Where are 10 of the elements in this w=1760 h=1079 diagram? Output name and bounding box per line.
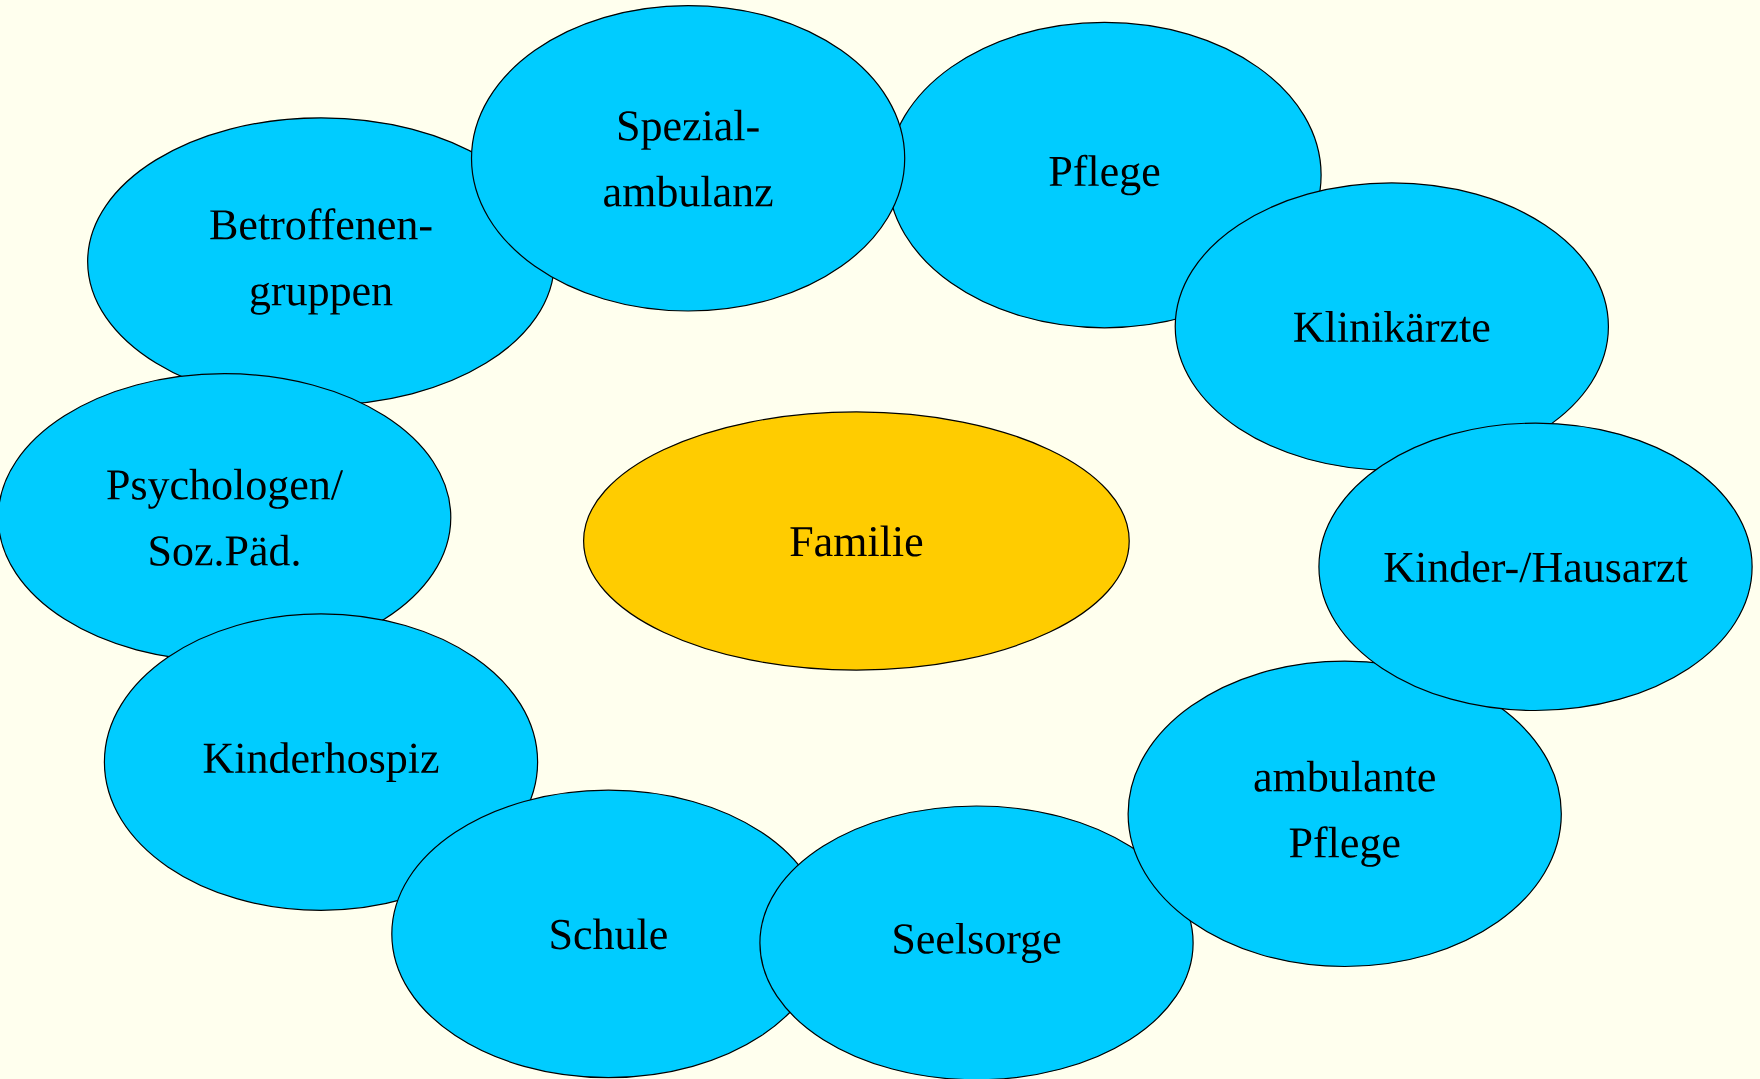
ellipse-node: Kinderhospiz	[103, 613, 539, 911]
ellipse-node: Betroffenen- gruppen	[87, 117, 555, 406]
node-label: Schule	[551, 918, 667, 950]
ellipse-node: Schule	[391, 789, 826, 1079]
node-label: Seelsorge	[894, 922, 1061, 963]
ellipse-node: Kinder-/Hausarzt	[1318, 422, 1753, 712]
ellipse-node: Klinikärzte	[1174, 182, 1609, 471]
ellipse-node: Spezial- ambulanz	[470, 5, 906, 312]
ellipse-node: Seelsorge	[759, 805, 1194, 1079]
ellipse-node: ambulante Pflege	[1127, 660, 1562, 968]
